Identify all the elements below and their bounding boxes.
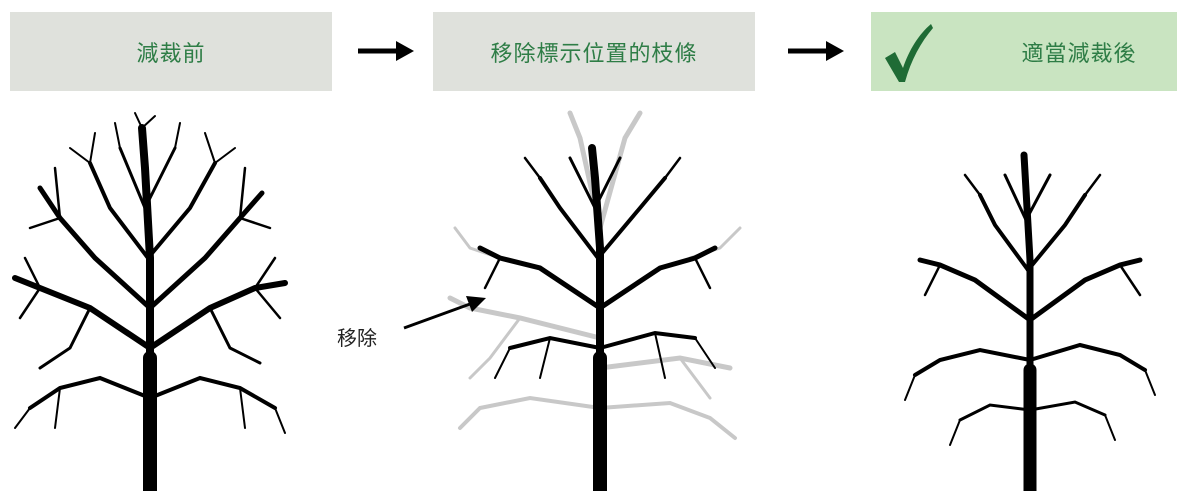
step-remove-header: 移除標示位置的枝條 — [433, 12, 755, 91]
check-mark-icon — [885, 24, 933, 82]
right-arrow-icon — [788, 41, 844, 61]
right-arrow-icon — [358, 41, 414, 61]
tree-after-pruning — [904, 151, 1156, 491]
remove-annotation-label: 移除 — [337, 326, 377, 350]
step-before-header: 減裁前 — [10, 12, 332, 91]
step-after-label: 適當減裁後 — [1021, 41, 1137, 67]
tree-marked-branches — [447, 110, 742, 491]
pointer-arrow-icon — [403, 296, 486, 330]
step-before-label: 減裁前 — [136, 41, 206, 67]
tree-before-pruning — [12, 112, 288, 491]
step-remove-label: 移除標示位置的枝條 — [490, 41, 698, 67]
step-after-header: 適當減裁後 — [871, 12, 1177, 91]
